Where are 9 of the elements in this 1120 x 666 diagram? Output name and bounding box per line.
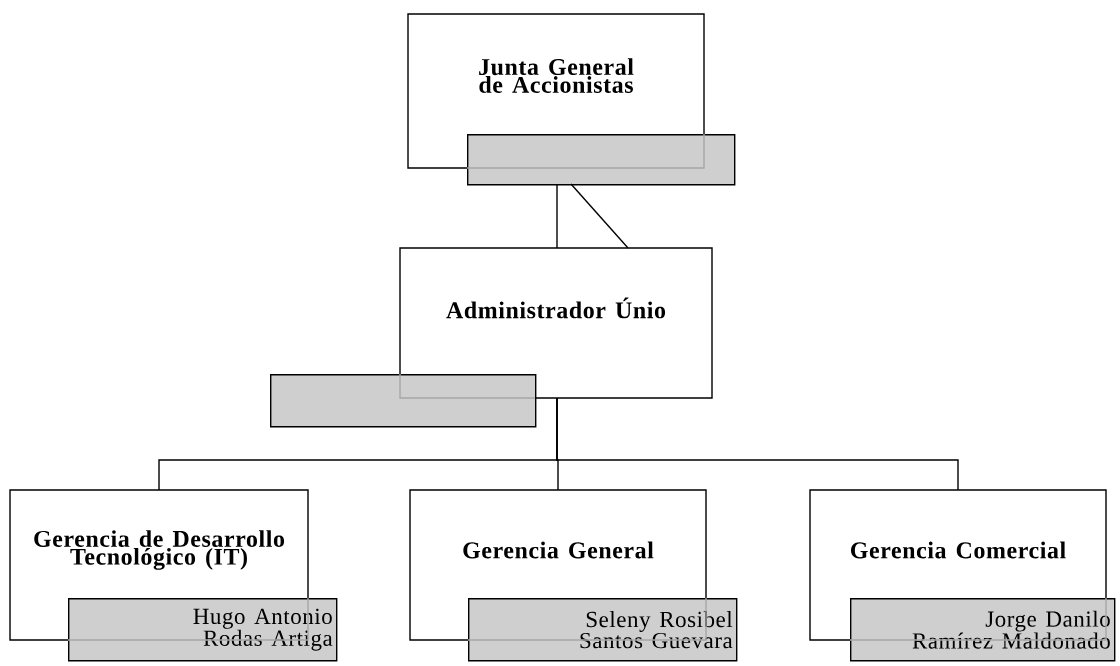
empty-tab	[270, 374, 537, 428]
empty-tab	[467, 134, 736, 186]
name-tab: Hugo Antonio Rodas Artiga	[68, 598, 338, 662]
name-tab: Jorge Danilo Ramírez Maldonado	[850, 598, 1116, 662]
name-tab: Seleny Rosibel Santos Guevara	[468, 598, 738, 662]
connector-line	[556, 183, 558, 249]
connector-line	[556, 397, 959, 491]
connector-line	[570, 183, 629, 249]
org-box: Administrador Únio	[399, 247, 713, 399]
